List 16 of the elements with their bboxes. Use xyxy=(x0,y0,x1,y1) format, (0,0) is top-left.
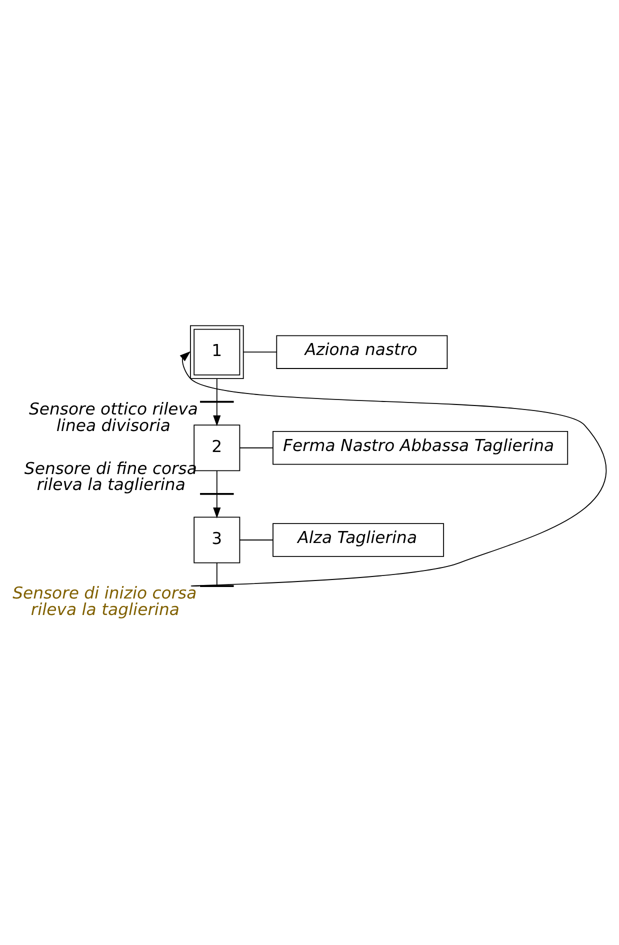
connector xyxy=(216,378,218,402)
node-box: 3 xyxy=(194,516,240,564)
connector xyxy=(239,447,274,448)
node-box: Alza Taglierina xyxy=(272,523,444,557)
connector xyxy=(216,562,218,586)
node-box: Ferma Nastro Abbassa Taglierina xyxy=(272,431,568,465)
node-box: 1 xyxy=(190,325,244,379)
node-bar xyxy=(200,493,234,495)
arrow xyxy=(213,494,221,518)
node-bar xyxy=(200,400,234,403)
connector xyxy=(243,352,278,353)
node-label: Sensore di inizio corsa rileva la taglierina xyxy=(12,584,197,620)
node-box: Aziona nastro xyxy=(276,335,448,369)
connector xyxy=(216,470,218,494)
node-bar xyxy=(200,585,234,587)
arrow xyxy=(213,402,221,426)
